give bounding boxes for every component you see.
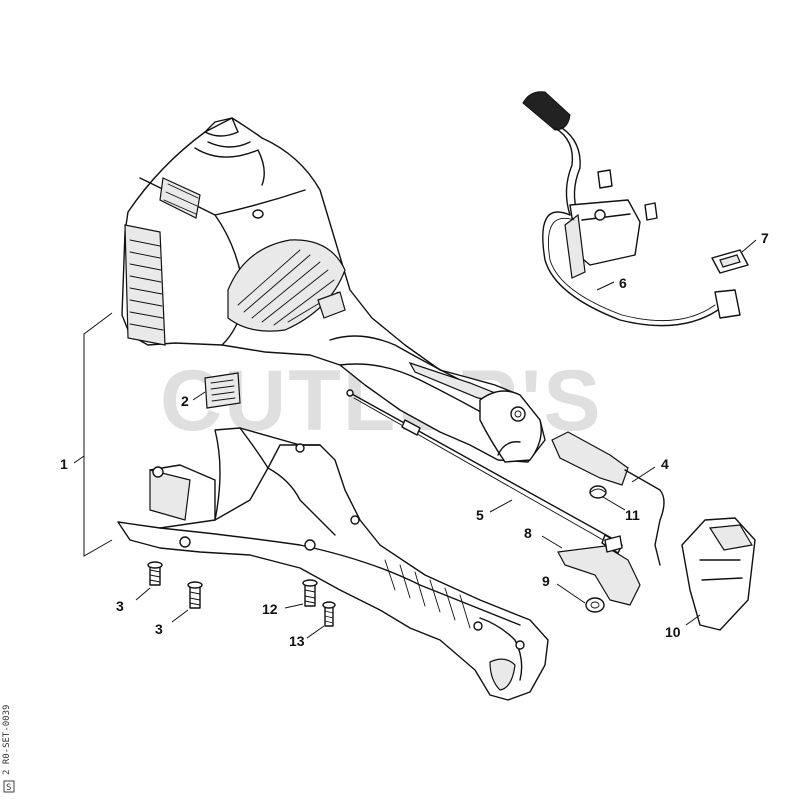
trigger-part-4 — [551, 431, 665, 566]
trigger-part-8 — [557, 535, 641, 606]
callout-5: 5 — [476, 507, 484, 523]
reference-box — [3, 780, 15, 793]
stop-switch — [711, 249, 749, 274]
screw-13 — [322, 601, 336, 627]
callout-6: 6 — [619, 275, 627, 291]
callout-4: 4 — [661, 456, 669, 472]
callout-2: 2 — [181, 393, 189, 409]
spring-part-11 — [589, 485, 607, 499]
reference-box-text: S — [6, 783, 11, 793]
top-vent-grille — [159, 177, 201, 219]
callout-10: 10 — [665, 624, 681, 640]
callout-13: 13 — [289, 633, 305, 649]
screw-12 — [302, 579, 318, 607]
callout-3a: 3 — [116, 598, 124, 614]
decal-label — [204, 372, 241, 409]
screw-3b — [187, 581, 203, 609]
callout-3b: 3 — [155, 621, 163, 637]
lower-housing — [117, 427, 549, 701]
callout-11: 11 — [625, 507, 640, 523]
leader-lines — [73, 239, 757, 639]
reference-code: 2 R0-SET-0039 S — [2, 705, 15, 793]
front-vent-grille — [124, 224, 166, 346]
callout-1: 1 — [60, 456, 68, 472]
ignition-module — [522, 91, 741, 327]
shroud-boss — [252, 209, 264, 219]
callout-7: 7 — [761, 230, 769, 246]
bracket-part-10 — [681, 517, 756, 631]
screw-3a — [147, 561, 163, 586]
callout-9: 9 — [542, 573, 550, 589]
clip-part-9 — [585, 597, 605, 613]
callout-8: 8 — [524, 525, 532, 541]
engine-shroud — [121, 117, 546, 463]
callout-labels: 1 2 3 3 4 5 6 7 8 9 10 11 12 13 — [60, 230, 769, 649]
side-vent-grille — [227, 239, 346, 332]
callout-12: 12 — [262, 601, 278, 617]
reference-code-text: 2 R0-SET-0039 — [2, 705, 12, 775]
